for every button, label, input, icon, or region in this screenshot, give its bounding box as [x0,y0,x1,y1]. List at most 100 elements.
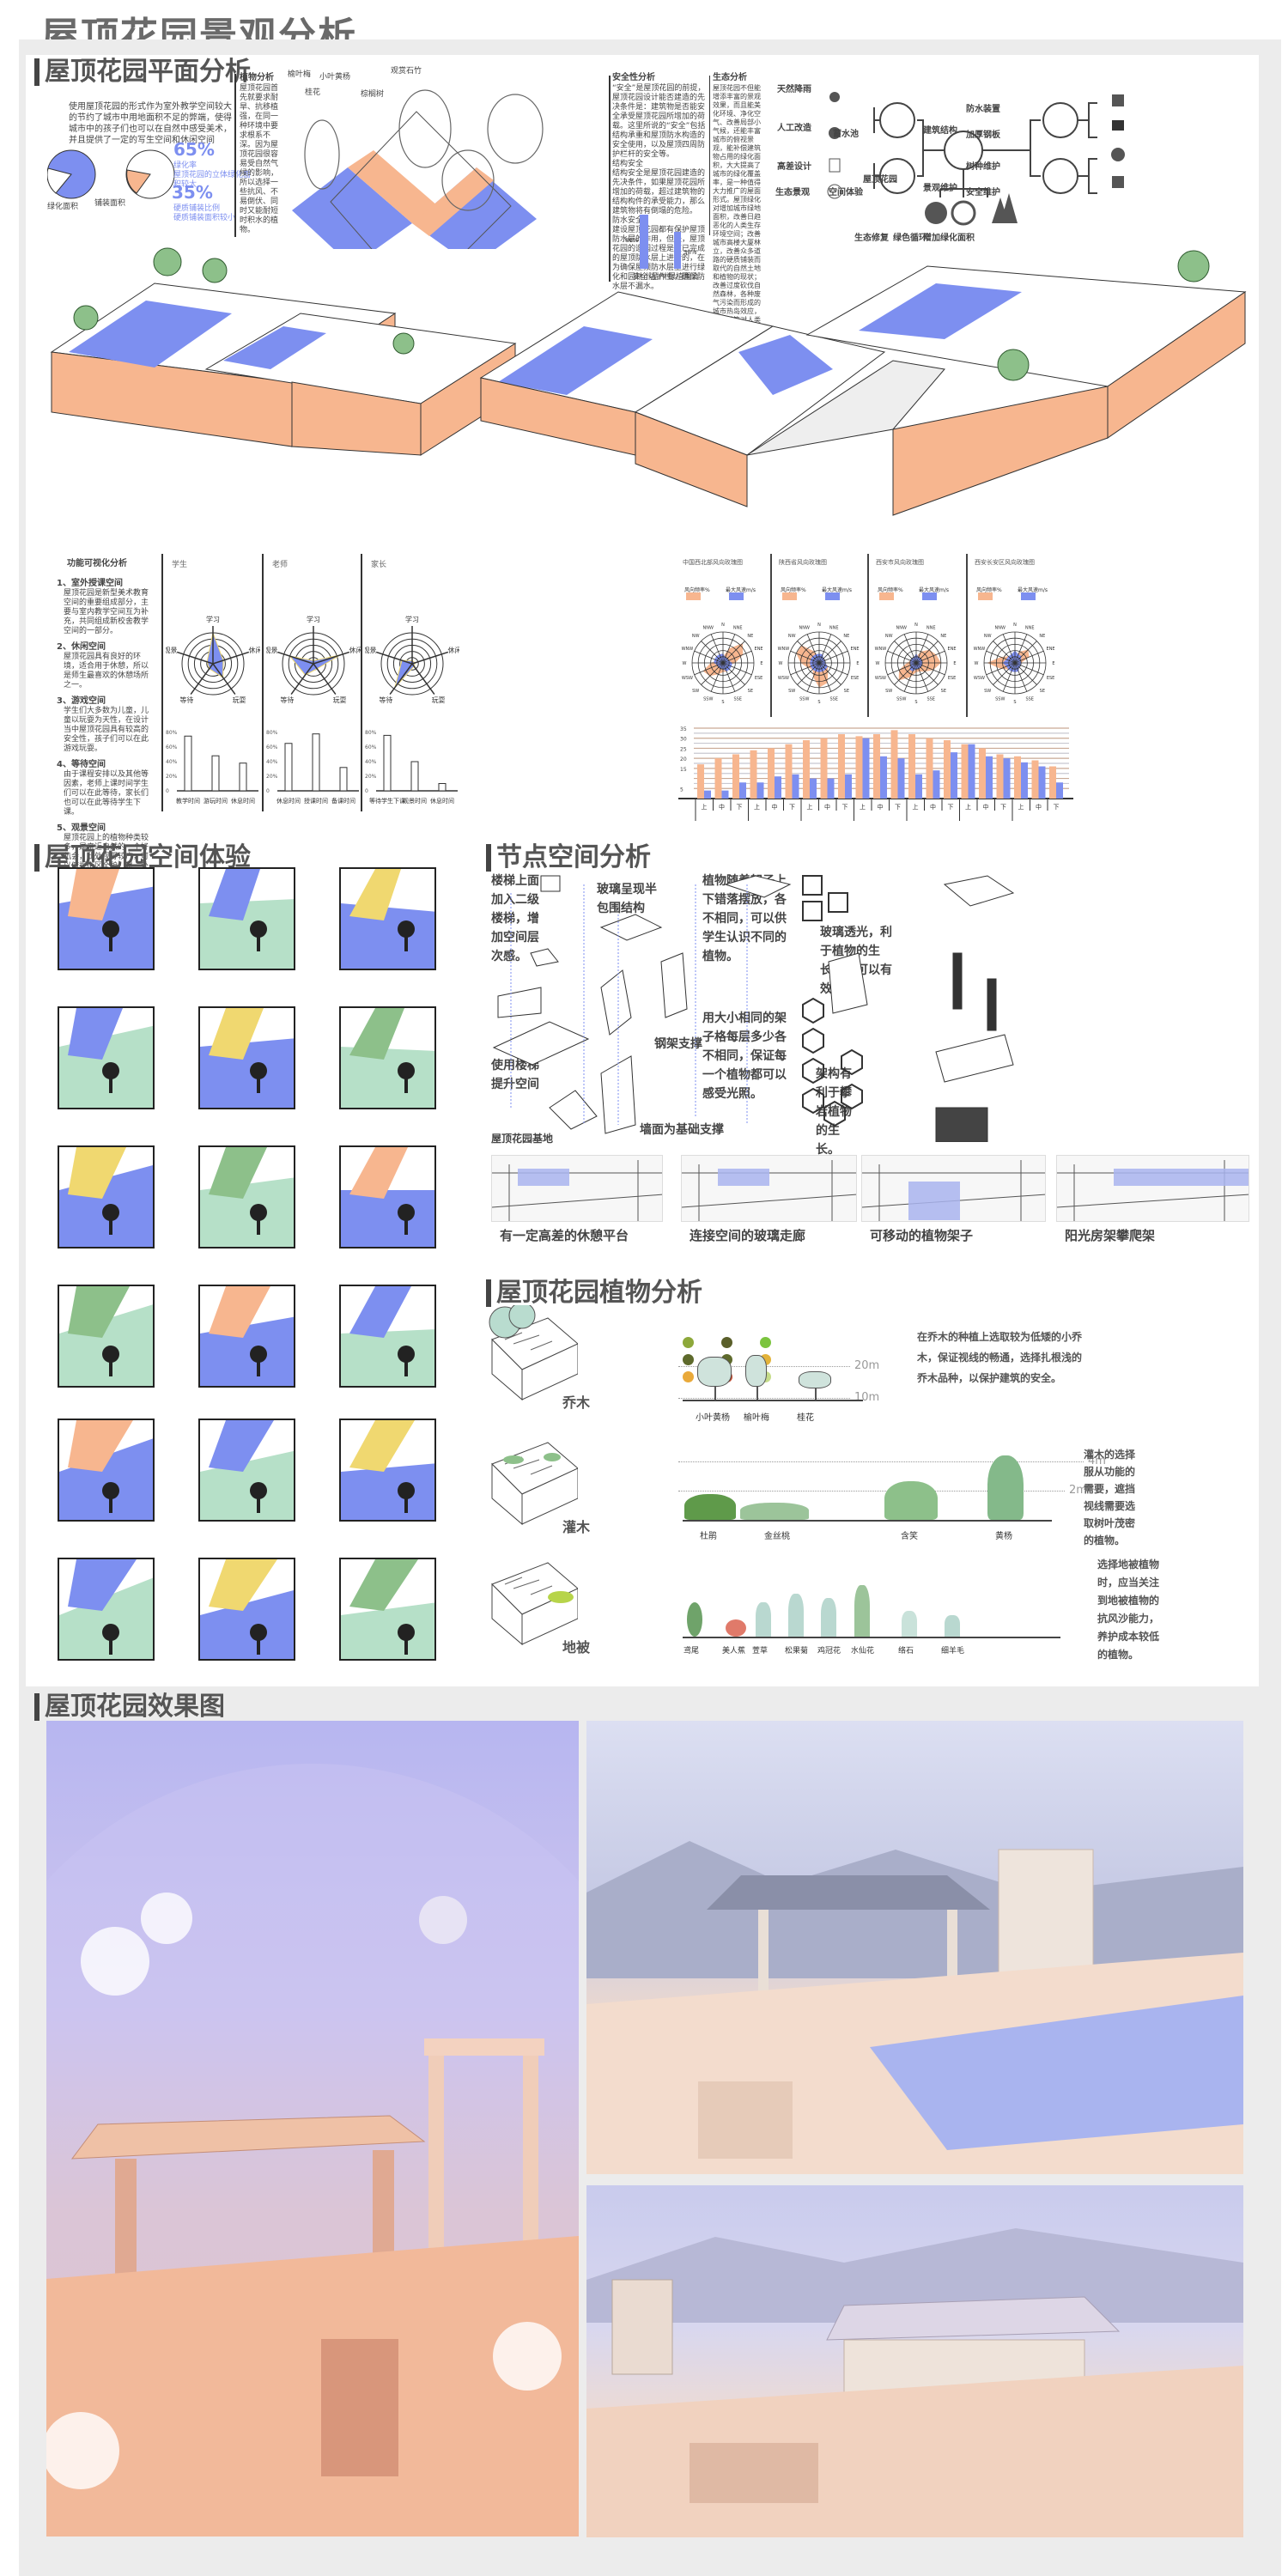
bar-frequency [908,734,915,799]
legend-label: 最大风速m/s [726,587,756,593]
windrose-direction: ENE [755,647,763,652]
ground-line [683,1520,1052,1522]
bar [239,762,247,792]
bar-ytick: 80% [266,730,278,736]
windrose-spoke [806,634,820,664]
windrose-direction: W [876,661,880,666]
shrub-shape [884,1481,938,1520]
ground-cover-shape [945,1615,960,1637]
shrub-name: 杜鹃 [700,1532,717,1541]
windrose-direction: SE [844,689,849,694]
functions-list: 1、室外授课空间屋顶花园是新型美术教育空间的重要组成部分，主要与室内教学空间互为… [57,578,153,886]
illustration-drawing [200,1559,294,1659]
ground-cover-name: 美人蕉 [722,1647,746,1656]
render-pavilion-moon [46,1721,579,2537]
windrose-spoke [1014,662,1044,676]
bar-frequency [714,758,722,799]
radar-axis [411,651,449,665]
time-bar-chart: 020%40%60%80%等待学生下课观景时间休息时间 [365,730,458,805]
windrose-direction: ESE [755,676,763,681]
bar-category: 教学时间 [176,797,200,805]
windrose-spoke [915,662,929,692]
eco-node-label: 防水装置 [966,105,1000,114]
bar-frequency [873,734,880,799]
section-heading-plant: 屋顶花园植物分析 [486,1279,702,1307]
ytick: 15 [680,767,687,773]
illustration-drawing [341,869,434,969]
plant-layout-drawing [491,1562,579,1646]
eco-node-label: 安全维护 [966,188,1000,197]
pie-paving-slice [126,169,151,194]
illustration-drawing [59,869,153,969]
tree-name: 小叶黄杨 [696,1413,730,1423]
legend-label: 最大风速m/s [822,587,852,593]
bar-category: 等待学生下课 [369,797,405,805]
safety-bar-label: 绿植围合 [668,273,700,282]
shrub-name: 黄杨 [995,1532,1012,1541]
x-label: 中 [772,803,778,811]
x-label: 中 [824,803,830,811]
plant-box-heading: 植物分析 [240,73,274,82]
windrose-spoke [722,641,745,664]
bar-frequency [768,748,775,799]
experience-illustration [58,1145,155,1249]
ground-cover-shape [788,1594,804,1637]
windrose-direction: WSW [974,676,985,681]
safety-text-waterproof: 建设屋顶花园都有保护屋顶防水层的作用，但是，屋顶花园的造园过程是在已完成的屋顶防… [612,226,706,291]
windrose-direction: N [914,623,918,628]
eco-node-label: 加厚钢板 [966,131,1000,140]
radar-axis [290,663,314,696]
plant-box-text: 屋顶花园首先就要求耐旱、抗移植强，在同一种环境中要求根系不深。因为屋顶花园很容易… [240,84,279,234]
ground-cover-name: 细羊毛 [941,1647,965,1656]
windrose-direction: E [1052,661,1054,666]
ground-cover-shape [687,1602,702,1637]
radar-axis-label: 休闲 [248,646,260,654]
radar-axis-label: 休闲 [349,646,361,654]
shrub-name: 金丝桃 [764,1532,790,1541]
radar-axis [389,663,413,696]
tree-trunk [815,1388,817,1400]
windrose-spoke [894,662,917,685]
windrose-direction: SE [748,689,753,694]
windrose-direction: N [817,623,821,628]
x-label: 上 [860,803,866,811]
windrose-spoke [818,662,841,685]
color-swatch [683,1354,694,1365]
node-text-steel: 钢架支撑 [654,1037,702,1051]
ground-cover-name: 水仙花 [851,1647,875,1656]
legend-swatch-speed [1021,592,1036,600]
eco-node-label: 景观维护 [923,184,957,193]
bar-frequency [979,748,986,799]
experience-illustration [339,1285,436,1388]
node-photo-drawing [682,1160,856,1221]
tree-name: 榆叶梅 [744,1413,769,1423]
bar-frequency [1031,760,1039,799]
radar-axis-label: 玩耍 [333,696,347,704]
bar-ytick: 0 [365,788,368,794]
radar-axis-label: 休闲 [447,646,459,654]
function-item: 3、游戏空间学生们大多数为儿童，儿童以玩耍为天性，在设计当中屋顶花园具有较高的安… [57,696,153,754]
color-swatch [721,1337,732,1348]
radar-axis [313,663,337,696]
pie-label-paving: 铺装面积 [94,199,126,208]
stat-paving-value: 35% [172,182,213,203]
windrose-direction: NNE [829,625,839,630]
divider [770,554,772,717]
experience-illustration [58,1419,155,1522]
eco-node-label: 人工改造 [777,124,811,133]
tree-name: 桂花 [797,1413,814,1423]
divider [709,76,710,235]
tree-label: 小叶黄杨 [319,73,351,82]
x-label: 上 [1018,803,1024,811]
windrose-direction: NNE [927,625,936,630]
bar-speed [1056,782,1063,799]
windrose-spoke [710,662,724,692]
windrose-title: 中国西北部风向玫瑰图 [683,559,743,566]
node-text-climbing: 架构有利于攀岩植物的生长。 [816,1067,852,1157]
divider [609,76,611,282]
bar-frequency [944,740,951,799]
bar-ytick: 80% [166,730,178,736]
